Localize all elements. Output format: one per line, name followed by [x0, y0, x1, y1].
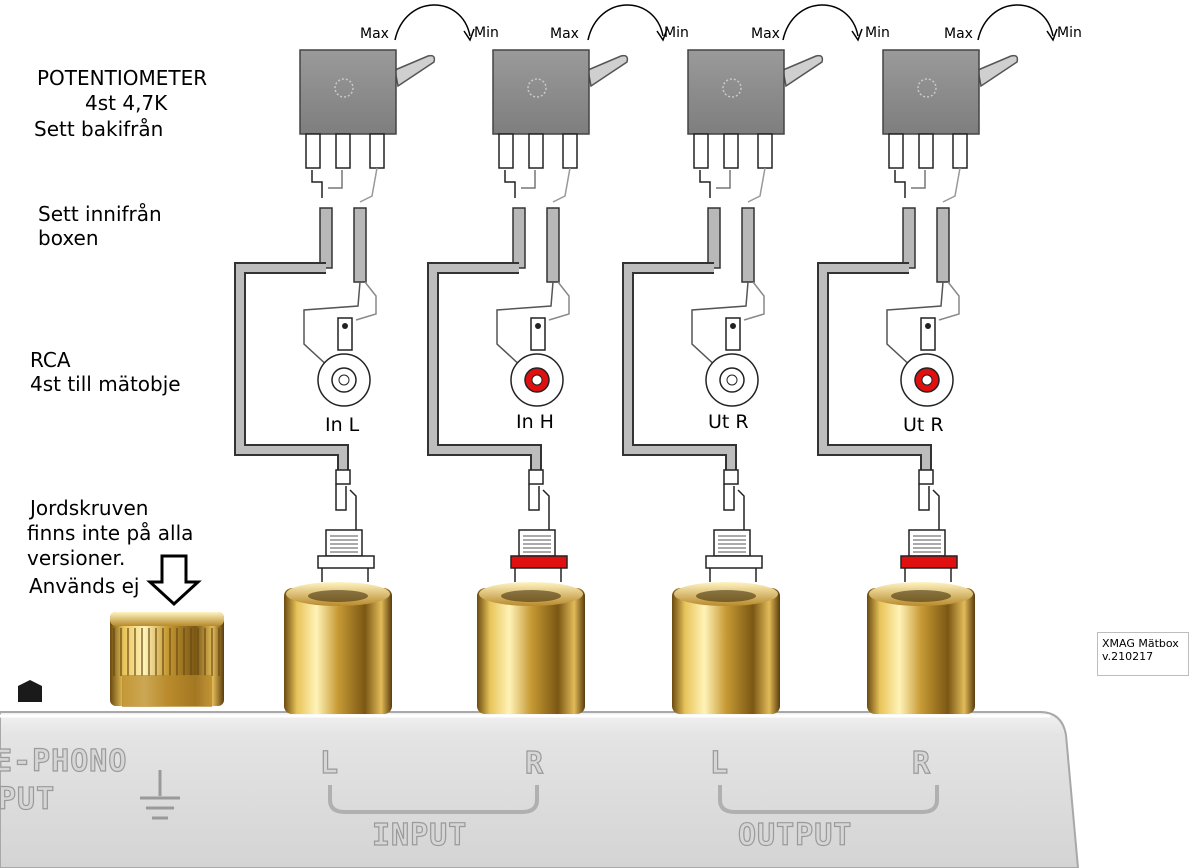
ground-screw	[110, 612, 224, 707]
min-label-4: Min	[1057, 25, 1082, 41]
channel-label-3: Ut R	[708, 411, 749, 433]
rca-count: 4st till mätobje	[30, 372, 181, 396]
potentiometer	[687, 49, 785, 135]
version-number: v.210217	[1102, 650, 1154, 663]
potentiometer	[492, 49, 590, 135]
version-box: XMAG Mätbox v.210217	[1097, 632, 1189, 676]
gold-rca-jack	[672, 582, 780, 714]
down-arrow-icon	[146, 554, 202, 607]
potentiometer	[882, 49, 980, 135]
gold-rca-jack	[284, 582, 392, 714]
channel-3	[622, 4, 863, 714]
min-label-1: Min	[474, 25, 499, 41]
input-r-label: R	[524, 745, 545, 781]
inside-view-line2: boxen	[38, 226, 99, 250]
input-label: INPUT	[371, 817, 468, 853]
gold-rca-jack	[867, 582, 975, 714]
rca-connector	[900, 317, 954, 407]
channel-label-2: In H	[516, 411, 554, 433]
potentiometer-count: 4st 4,7K	[85, 91, 168, 115]
ground-symbol-icon	[140, 770, 180, 820]
channel-label-4: Ut R	[903, 414, 944, 436]
inside-view-line1: Sett innifrån	[38, 202, 162, 226]
max-label-1: Max	[360, 26, 389, 42]
ground-note-2: finns inte på alla	[27, 521, 194, 545]
channel-4	[817, 4, 1058, 714]
panel-put-label: PUT	[0, 781, 56, 817]
channel-2	[427, 4, 668, 714]
rca-connector	[510, 317, 564, 407]
rca-connector	[705, 317, 759, 407]
potentiometer-view: Sett bakifrån	[34, 117, 164, 141]
rotation-arrow-icon	[587, 4, 664, 41]
potentiometer-title: POTENTIOMETER	[37, 66, 208, 90]
input-l-label: L	[319, 745, 340, 781]
gold-rca-jack	[477, 582, 585, 714]
panel-socket	[705, 469, 763, 582]
output-bracket	[718, 785, 939, 814]
panel-tab	[18, 680, 42, 702]
ground-note-3: versioner.	[27, 546, 126, 570]
potentiometer	[299, 49, 397, 135]
rca-title: RCA	[30, 348, 71, 372]
panel-phono-label: E-PHONO	[0, 743, 128, 779]
max-label-2: Max	[550, 26, 579, 42]
rca-connector	[317, 317, 371, 407]
rotation-arrow-icon	[782, 4, 859, 41]
output-l-label: L	[709, 745, 730, 781]
max-label-3: Max	[751, 26, 780, 42]
channel-label-1: In L	[325, 414, 360, 436]
rotation-arrow-icon	[394, 4, 471, 41]
panel-socket	[317, 469, 375, 582]
ground-note-4: Används ej	[29, 574, 140, 598]
min-label-2: Min	[664, 25, 689, 41]
max-label-4: Max	[944, 26, 973, 42]
panel-socket	[900, 469, 958, 582]
panel-socket	[510, 469, 568, 582]
rotation-arrow-icon	[977, 4, 1054, 41]
min-label-3: Min	[865, 25, 890, 41]
input-bracket	[328, 785, 539, 814]
output-r-label: R	[911, 745, 932, 781]
output-label: OUTPUT	[737, 817, 853, 853]
version-title: XMAG Mätbox	[1102, 637, 1179, 650]
ground-note-1: Jordskruven	[30, 496, 149, 520]
channel-1	[234, 4, 475, 714]
